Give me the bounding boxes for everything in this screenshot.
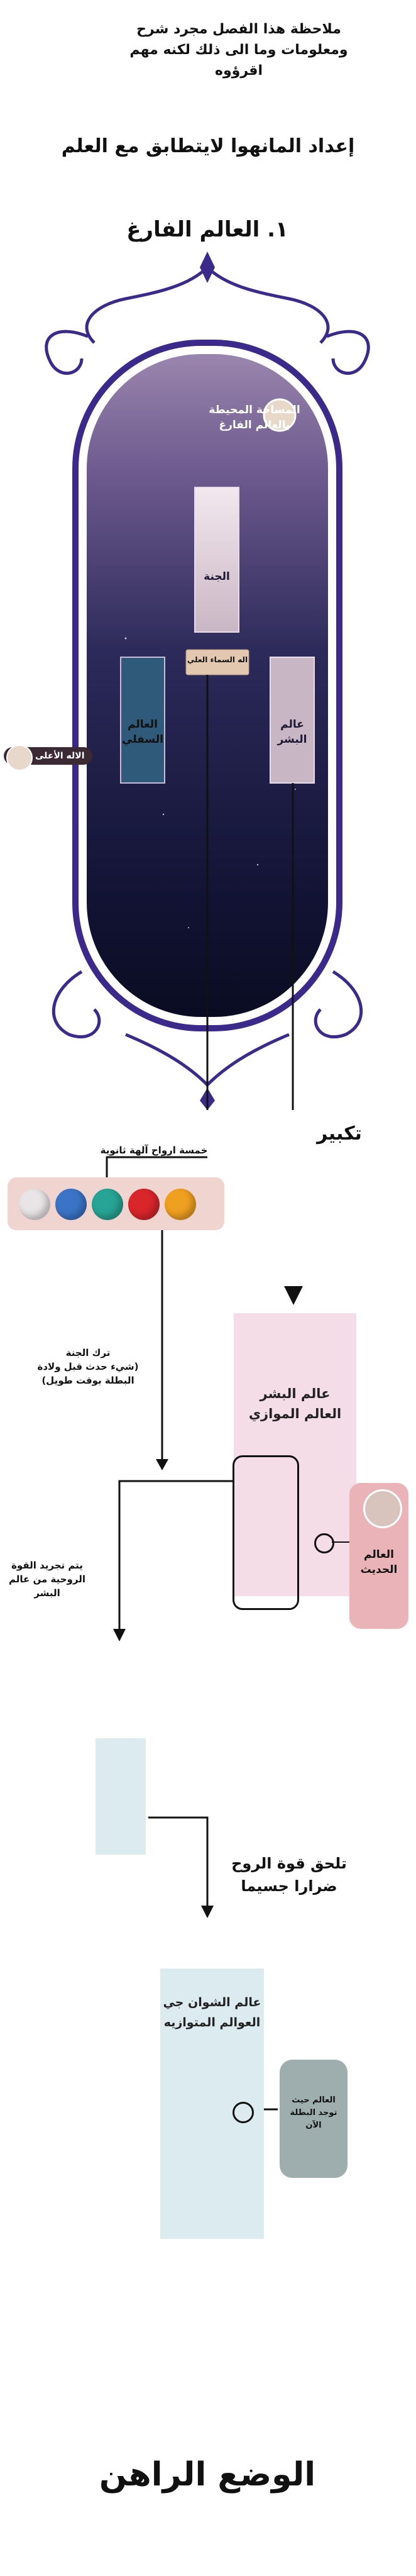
heroine-marker-circle bbox=[233, 2102, 254, 2123]
orb-red-icon bbox=[128, 1189, 160, 1220]
orb-teal-icon bbox=[92, 1189, 123, 1220]
heroine-world-label-line2: توجد البطلة bbox=[290, 2108, 337, 2118]
flow-connectors bbox=[113, 1230, 278, 2111]
marker-circle bbox=[314, 1533, 334, 1553]
shuanju-world-label-line1: عالم الشوان جي bbox=[163, 1996, 261, 2009]
current-situation-title: الوضع الراهن bbox=[99, 2456, 316, 2494]
intro-note-line3: اقرؤوه bbox=[215, 63, 263, 79]
human-world-label-line2: البشر bbox=[277, 733, 307, 746]
underworld-label-line1: العالم bbox=[128, 718, 158, 731]
shuanju-world-label: عالم الشوان جي العوالم المتوازيه bbox=[157, 1992, 267, 2033]
modern-world-label-line1: العالم bbox=[364, 1548, 394, 1561]
parallel-world-label-line2: العالم الموازي bbox=[248, 1406, 342, 1421]
stripped-power-note-line3: البشر bbox=[34, 1587, 60, 1599]
spirit-damage-note-line1: تلحق قوة الروح bbox=[231, 1855, 347, 1872]
section-title-void-world: ١. العالم الفارغ bbox=[126, 217, 288, 242]
intro-note-line1: ملاحظة هذا الفصل مجرد شرح bbox=[136, 21, 341, 37]
heroine-world-label: العالم حيث توجد البطلة الآن bbox=[280, 2094, 348, 2132]
void-space-label-line2: بالعالم الفارغ bbox=[219, 419, 290, 431]
supreme-god-avatar bbox=[6, 745, 33, 771]
orb-orange-icon bbox=[165, 1189, 196, 1220]
void-world-diagram bbox=[45, 252, 370, 1110]
orb-gray-icon bbox=[19, 1189, 50, 1220]
underworld-label: العالم السفلي bbox=[121, 717, 165, 747]
intro-note-line2: ومعلومات وما الى ذلك لكنه مهم bbox=[129, 42, 348, 58]
stripped-soul-card bbox=[96, 1738, 146, 1855]
parallel-world-label: عالم البشر العالم الموازي bbox=[234, 1384, 356, 1424]
underworld-label-line2: السفلي bbox=[122, 733, 163, 746]
void-avatar bbox=[263, 398, 297, 432]
modern-world-label: العالم الحديث bbox=[349, 1547, 408, 1577]
intro-note: ملاحظة هذا الفصل مجرد شرح ومعلومات وما ا… bbox=[94, 19, 383, 81]
orb-blue-icon bbox=[55, 1189, 87, 1220]
parallel-world-label-line1: عالم البشر bbox=[260, 1386, 331, 1401]
human-world-label-line1: عالم bbox=[280, 718, 304, 731]
heaven-label: الجنة bbox=[204, 570, 230, 583]
frame-top-gem bbox=[200, 252, 215, 283]
expansion-arrow-head bbox=[284, 1286, 303, 1305]
expansion-label: تكبير bbox=[317, 1123, 362, 1145]
left-heaven-note-line1: ترك الجنة bbox=[65, 1347, 111, 1358]
selection-box bbox=[233, 1455, 299, 1610]
left-heaven-note-line2: (شيء حدث قبل ولادة bbox=[37, 1361, 139, 1372]
orbs-row bbox=[19, 1189, 220, 1220]
five-gods-label: خمسة ارواح آلهة ثانوية bbox=[100, 1145, 208, 1156]
modern-world-avatar bbox=[363, 1489, 402, 1528]
sky-god-label: اله السماء العلي bbox=[187, 655, 248, 664]
underworld-pillar bbox=[120, 657, 165, 784]
supreme-god-tag: الاله الأعلى bbox=[4, 745, 92, 771]
sky-god-box bbox=[185, 649, 249, 675]
heroine-world-label-line1: العالم حيث bbox=[292, 2096, 336, 2105]
heroine-world-label-line3: الآن bbox=[305, 2121, 322, 2130]
left-heaven-note: ترك الجنة (شيء حدث قبل ولادة البطلة بوقت… bbox=[25, 1346, 151, 1387]
heroine-world-card bbox=[280, 2060, 348, 2178]
void-stars bbox=[124, 637, 296, 928]
shuanju-world-label-line2: العوالم المتوازيه bbox=[163, 2016, 261, 2029]
page-heading: إعداد المانهوا لايتطابق مع العلم bbox=[61, 135, 355, 157]
marker-connector bbox=[332, 1541, 349, 1543]
parallel-world-card bbox=[234, 1313, 356, 1596]
human-world-pillar bbox=[270, 657, 315, 784]
void-space-label: المساحة المحيطة بالعالم الفارغ bbox=[207, 402, 302, 433]
left-heaven-note-line3: البطلة بوقت طويل) bbox=[41, 1375, 134, 1386]
stripped-power-note-line2: الروحية من عالم bbox=[9, 1574, 85, 1585]
spirit-damage-note-line2: ضرارا جسيما bbox=[241, 1877, 337, 1895]
stripped-power-note-line1: يتم تجريد القوة bbox=[11, 1560, 83, 1571]
modern-world-label-line2: الحديث bbox=[360, 1563, 398, 1576]
void-space-label-line1: المساحة المحيطة bbox=[209, 404, 300, 416]
stripped-power-note: يتم تجريد القوة الروحية من عالم البشر bbox=[0, 1558, 94, 1600]
human-world-label: عالم البشر bbox=[270, 717, 314, 747]
spirit-damage-note: تلحق قوة الروح ضرارا جسيما bbox=[214, 1852, 364, 1897]
heaven-pillar bbox=[194, 487, 239, 633]
